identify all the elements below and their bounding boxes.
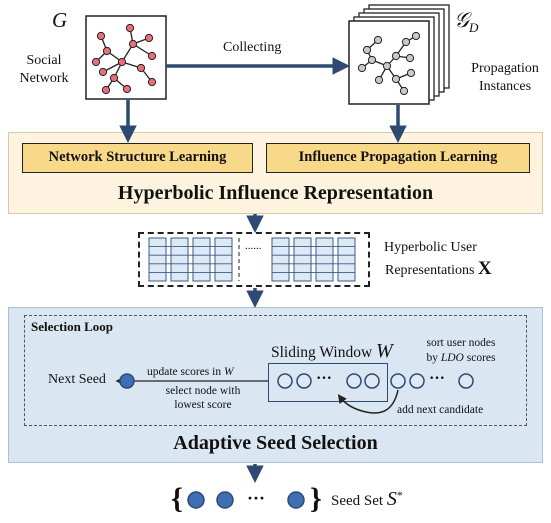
hyperbolic-influence-title: Hyperbolic Influence Representation: [117, 182, 434, 204]
add-next-candidate-label: add next candidate: [397, 404, 484, 416]
selection-loop-title: Selection Loop: [31, 319, 113, 334]
sliding-window-symbol: W: [376, 340, 393, 362]
seed-set-symbol: S: [386, 488, 397, 510]
seed-set-open-brace: {: [171, 482, 183, 515]
seed-set-nodes: [187, 491, 305, 509]
add-next-candidate-arrow: [337, 389, 399, 414]
candidate-nodes: [390, 373, 474, 389]
window-nodes: [277, 373, 380, 389]
hyperbolic-user-label: Hyperbolic User: [384, 240, 477, 255]
social-network-graph: [85, 15, 167, 100]
adaptive-seed-selection-panel: [8, 307, 543, 463]
influence-propagation-learning-label: Influence Propagation Learning: [298, 149, 498, 165]
network-structure-learning-label: Network Structure Learning: [48, 149, 227, 165]
seed-set-label: Seed Set S*: [331, 488, 403, 510]
influence-propagation-learning-box: [266, 143, 530, 173]
propagation-instances-label: Propagation Instances: [471, 61, 539, 94]
window-ellipsis: ···: [316, 370, 333, 387]
collecting-label: Collecting: [223, 40, 282, 55]
network-structure-learning-box: [22, 143, 253, 173]
representations-label: Representations X: [385, 258, 492, 279]
sort-user-nodes-label: sort user nodes by LDO scores: [426, 337, 496, 364]
representation-vectors: [148, 237, 356, 282]
adaptive-seed-selection-title: Adaptive Seed Selection: [173, 432, 378, 454]
next-seed-label: Next Seed: [48, 372, 106, 387]
social-network-label: Social Network: [19, 53, 69, 86]
propagation-symbol: 𝒢D: [454, 8, 479, 36]
selection-loop-box: [24, 315, 527, 426]
next-seed-node: [119, 373, 135, 389]
update-scores-label: update scores in W: [147, 366, 234, 378]
seed-set-close-brace: }: [310, 482, 322, 515]
sliding-window-label: Sliding Window W: [271, 340, 393, 362]
candidate-ellipsis: ···: [429, 370, 446, 387]
sliding-window-box: [268, 363, 388, 402]
select-node-label: select node with lowest score: [165, 385, 241, 411]
representation-dots: ......: [245, 240, 262, 252]
propagation-instances-stack: [348, 4, 450, 105]
representation-symbol: X: [477, 258, 492, 279]
graph-symbol: G: [52, 8, 68, 32]
seed-set-ellipsis: ···: [247, 488, 266, 508]
